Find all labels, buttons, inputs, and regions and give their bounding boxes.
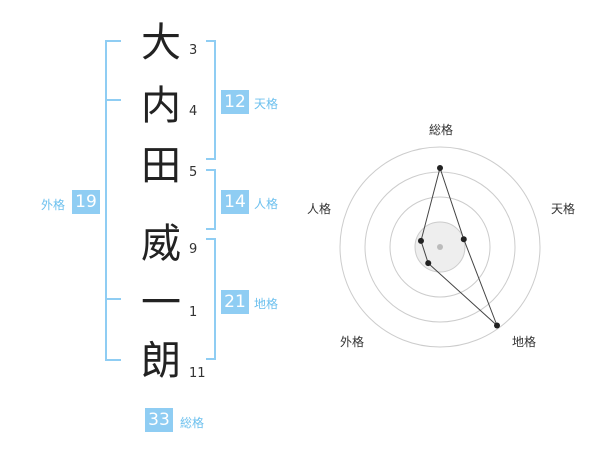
name-char-4: 威 — [141, 221, 181, 267]
axis-label-tenkaku: 天格 — [551, 201, 575, 216]
axis-label-jinkaku: 人格 — [307, 201, 331, 216]
tenkaku-bracket-bottom — [206, 158, 216, 160]
jinkaku-bracket-bottom — [206, 228, 216, 230]
axis-label-soukaku: 総格 — [429, 122, 453, 137]
tenkaku-value: 12 — [221, 90, 249, 114]
name-char-1: 大 — [141, 20, 181, 66]
radar-point-5 — [417, 237, 424, 244]
chikaku-bracket-top — [206, 238, 216, 240]
stroke-count-5: 1 — [189, 305, 198, 320]
radar-point-4 — [425, 260, 432, 267]
axis-label-gaikaku: 外格 — [340, 334, 364, 349]
name-char-5: 一 — [141, 280, 181, 326]
axis-label-chikaku: 地格 — [512, 334, 536, 349]
gaikaku-bracket-top — [105, 40, 121, 42]
name-char-3: 田 — [141, 143, 181, 189]
name-char-6: 朗 — [141, 338, 181, 384]
gaikaku-bracket-tick-lower — [105, 298, 121, 300]
radar-ring-3 — [364, 171, 516, 323]
radar-area — [420, 166, 498, 326]
radar-ring-4 — [339, 146, 541, 348]
stroke-count-3: 5 — [189, 165, 198, 180]
radar-points — [417, 165, 501, 329]
chikaku-value: 21 — [221, 290, 249, 314]
gaikaku-bracket — [105, 40, 107, 361]
jinkaku-value: 14 — [221, 190, 249, 214]
stroke-count-6: 11 — [189, 366, 206, 381]
chikaku-label: 地格 — [254, 297, 279, 311]
jinkaku-bracket-top — [206, 169, 216, 171]
radar-center — [437, 244, 443, 250]
radar-point-2 — [460, 236, 467, 243]
soukaku-label: 総格 — [180, 416, 205, 430]
stroke-count-1: 3 — [189, 43, 198, 58]
stroke-count-4: 9 — [189, 242, 198, 257]
stroke-count-2: 4 — [189, 104, 198, 119]
radar-point-1 — [437, 165, 443, 171]
gaikaku-value: 19 — [72, 190, 100, 214]
gaikaku-bracket-bottom — [105, 359, 121, 361]
soukaku-value: 33 — [145, 408, 173, 432]
radar-point-3 — [494, 322, 501, 329]
tenkaku-label: 天格 — [254, 97, 279, 111]
name-char-2: 内 — [141, 83, 181, 129]
chikaku-bracket — [214, 238, 216, 360]
jinkaku-label: 人格 — [254, 197, 279, 211]
gaikaku-label: 外格 — [41, 198, 66, 212]
tenkaku-bracket — [214, 40, 216, 160]
tenkaku-bracket-top — [206, 40, 216, 42]
jinkaku-bracket — [214, 169, 216, 230]
radar-ring-2 — [389, 196, 491, 298]
gaikaku-bracket-tick-upper — [105, 99, 121, 101]
chikaku-bracket-bottom — [206, 358, 216, 360]
